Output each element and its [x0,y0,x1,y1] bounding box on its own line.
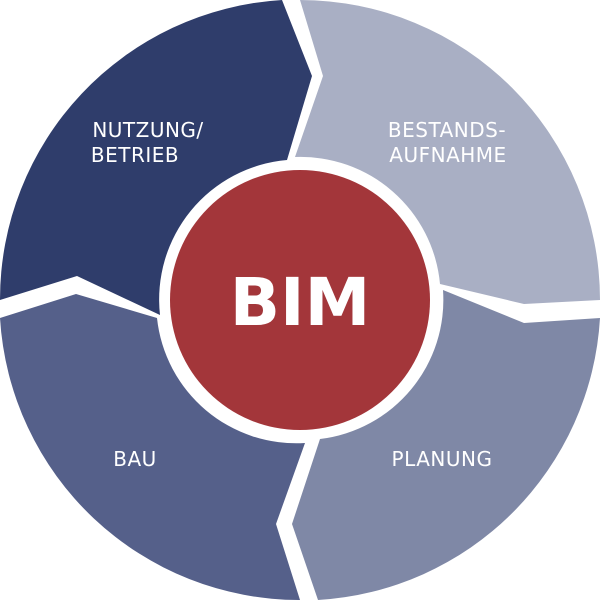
segment-bestandsaufnahme [295,0,600,304]
segment-planung [292,290,600,600]
center-circle [170,170,430,430]
label-bestands-line2: AUFNAHME [389,143,506,167]
label-planung: PLANUNG [392,447,493,471]
segment-nutzung-betrieb [0,0,312,315]
label-nutzung-line2: BETRIEB [91,143,179,167]
label-bau: BAU [113,447,157,471]
label-nutzung-line1: NUTZUNG/ [92,118,203,142]
label-bestands-line1: BESTANDS- [388,118,506,142]
center-label: BIM [230,264,371,341]
segment-bau [0,294,305,600]
